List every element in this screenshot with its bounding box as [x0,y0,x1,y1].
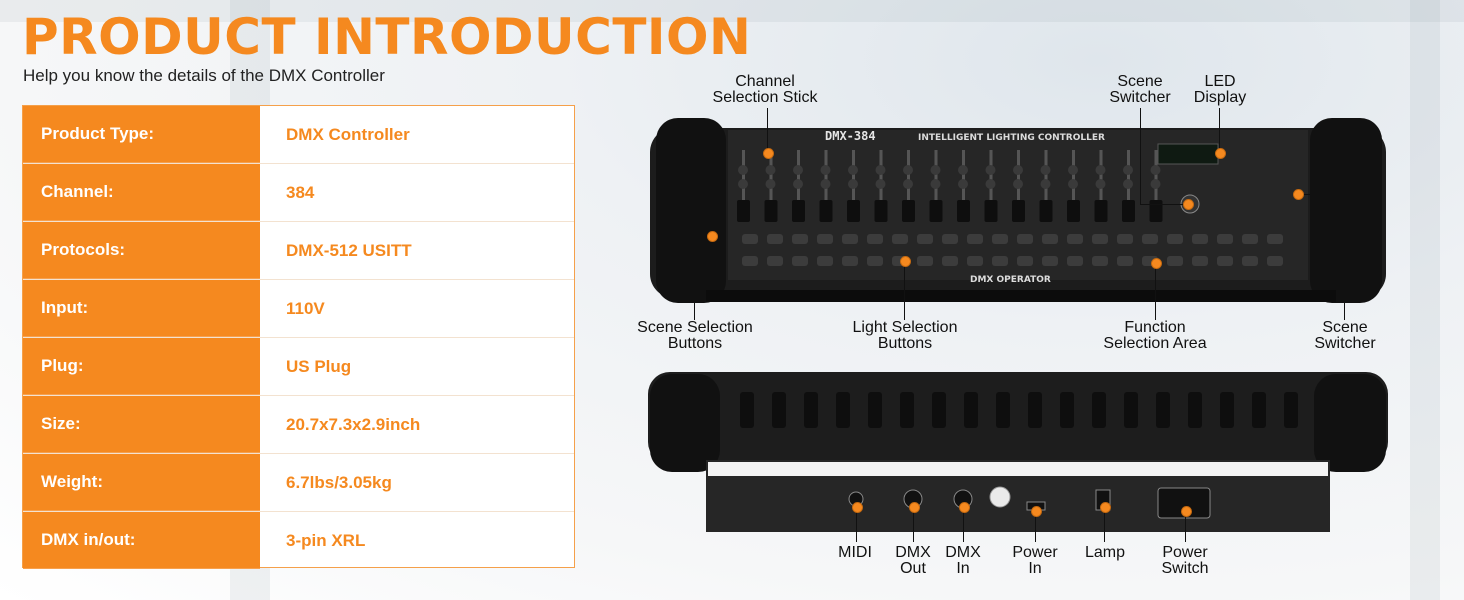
callout-dot [1293,189,1304,200]
leader-line [963,508,964,542]
leader-line [904,260,905,320]
spec-value: DMX-512 USITT [286,240,412,260]
callout-scene-buttons: Scene Selection Buttons [637,319,753,352]
power-switch [1157,487,1211,519]
qc-sticker [989,486,1011,508]
callout-led-display: LED Display [1193,73,1247,106]
spec-label: Weight: [23,454,260,511]
fader-group [737,150,1163,222]
spec-row: Product Type: DMX Controller [23,106,574,164]
device-operator-label: DMX OPERATOR [970,275,1051,285]
spec-row: Size: 20.7x7.3x2.9inch [23,396,574,454]
callout-midi: MIDI [838,544,872,561]
spec-row: DMX in/out: 3-pin XRL [23,512,574,569]
callout-dot [763,148,774,159]
spec-row: Input: 110V [23,280,574,338]
back-fader-group [740,392,1298,428]
left-handle-back [650,374,720,472]
callout-dmx-in: DMX In [945,544,981,577]
leader-line [856,508,857,542]
spec-label: Input: [23,280,260,337]
spec-value: 384 [286,182,315,202]
spec-label: Channel: [23,164,260,221]
callout-dot [1181,506,1192,517]
leader-line [1140,204,1188,205]
spec-row: Plug: US Plug [23,338,574,396]
controller-back-view [648,372,1388,532]
leader-line [1219,108,1220,152]
right-handle [1310,118,1382,303]
leader-line [694,236,695,320]
background-truss [1410,0,1440,600]
callout-dot [909,502,920,513]
leader-line [1344,194,1345,320]
callout-dot [1215,148,1226,159]
controller-top-view: DMX-384 INTELLIGENT LIGHTING CONTROLLER … [650,118,1386,303]
callout-channel-stick: Channel Selection Stick [712,73,818,106]
device-model-label: DMX-384 [825,129,876,143]
spec-row: Weight: 6.7lbs/3.05kg [23,454,574,512]
background-truss [0,0,1464,22]
callout-dot [1151,258,1162,269]
spec-value: 6.7lbs/3.05kg [286,472,392,492]
spec-value: DMX Controller [286,124,410,144]
spec-value: 110V [286,298,325,318]
callout-function-area: Function Selection Area [1103,319,1207,352]
leader-line [1185,512,1186,542]
callout-power-switch: Power Switch [1161,544,1209,577]
spec-value: US Plug [286,356,352,376]
callout-dot [900,256,911,267]
callout-dmx-out: DMX Out [895,544,931,577]
callout-dot [1100,502,1111,513]
callout-dot [707,231,718,242]
callout-light-buttons: Light Selection Buttons [852,319,958,352]
leader-line [767,108,768,152]
leader-line [913,508,914,542]
callout-lamp: Lamp [1084,544,1126,561]
spec-label: Plug: [23,338,260,395]
leader-line [1155,262,1156,320]
spec-label: Product Type: [23,106,260,163]
right-handle-back [1314,374,1386,472]
callout-dot [1031,506,1042,517]
leader-line [1035,512,1036,542]
spec-label: Protocols: [23,222,260,279]
spec-row: Protocols: DMX-512 USITT [23,222,574,280]
callout-dot [959,502,970,513]
spec-label: DMX in/out: [23,512,260,569]
page-title: PRODUCT INTRODUCTION [22,8,752,66]
device-panel-title: INTELLIGENT LIGHTING CONTROLLER [918,133,1105,143]
callout-power-in: Power In [1012,544,1058,577]
leader-line [1298,194,1344,195]
led-display-screen [1157,143,1219,165]
callout-scene-switcher-right: Scene Switcher [1314,319,1376,352]
callout-dot [852,502,863,513]
spec-value: 20.7x7.3x2.9inch [286,414,421,434]
spec-table: Product Type: DMX Controller Channel: 38… [22,105,575,569]
callout-dot [1183,199,1194,210]
spec-value: 3-pin XRL [286,530,366,550]
left-handle [656,118,726,303]
page-subtitle: Help you know the details of the DMX Con… [23,66,385,85]
callout-scene-switcher-top: Scene Switcher [1109,73,1171,106]
spec-row: Channel: 384 [23,164,574,222]
leader-line [1140,108,1141,204]
spec-label: Size: [23,396,260,453]
leader-line [1104,508,1105,542]
